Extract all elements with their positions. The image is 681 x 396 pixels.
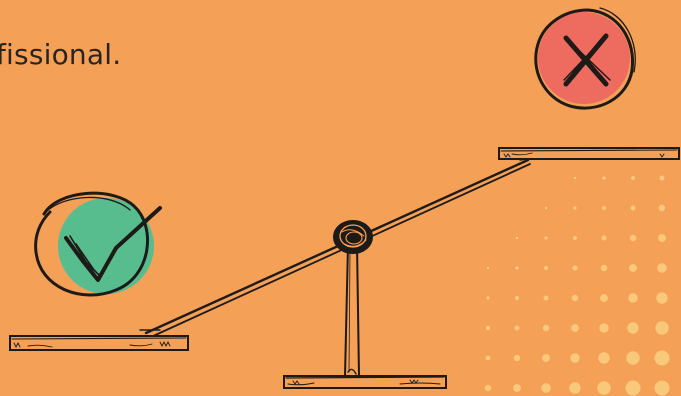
left-shelf: [10, 336, 188, 350]
dot: [657, 263, 666, 272]
dot: [598, 352, 609, 363]
seesaw-base: [284, 376, 446, 388]
dot: [515, 296, 519, 300]
dot: [486, 356, 491, 361]
dot: [660, 176, 665, 181]
check-badge: [36, 193, 160, 295]
dot: [543, 325, 549, 331]
dot: [631, 206, 636, 211]
dot: [487, 267, 489, 269]
dot: [544, 266, 548, 270]
dot: [655, 321, 668, 334]
cross-badge: [536, 8, 636, 108]
dot: [486, 326, 490, 330]
dot: [600, 294, 608, 302]
seesaw-post: [345, 244, 359, 376]
dot: [602, 176, 605, 179]
dot: [541, 383, 550, 392]
dot: [628, 293, 637, 302]
dot: [514, 355, 520, 361]
dot: [655, 381, 670, 396]
dot: [630, 235, 636, 241]
dot: [574, 177, 576, 179]
dot: [659, 205, 665, 211]
dot: [573, 236, 577, 240]
dot: [570, 353, 579, 362]
dot: [542, 354, 550, 362]
dot: [516, 237, 518, 239]
dot: [544, 236, 547, 239]
dot: [656, 292, 667, 303]
dot-pattern: [485, 176, 670, 396]
dot: [571, 324, 579, 332]
seesaw-pivot: [334, 221, 372, 253]
dot: [573, 266, 578, 271]
dot: [601, 265, 607, 271]
dot: [569, 382, 580, 393]
dot: [515, 326, 520, 331]
dot: [655, 351, 670, 366]
dot: [627, 322, 638, 333]
dot: [544, 296, 549, 301]
dot: [486, 296, 489, 299]
dot: [626, 381, 641, 396]
dot: [629, 264, 637, 272]
right-shelf: [499, 148, 679, 159]
dot: [572, 295, 578, 301]
dot: [602, 206, 606, 210]
dot: [515, 266, 518, 269]
dot: [658, 234, 666, 242]
dot: [631, 176, 635, 180]
dot: [545, 207, 547, 209]
dot: [573, 206, 576, 209]
dot: [513, 384, 521, 392]
dot: [626, 351, 639, 364]
dot: [597, 381, 610, 394]
dot: [599, 323, 608, 332]
dot: [485, 385, 491, 391]
dot: [602, 236, 607, 241]
